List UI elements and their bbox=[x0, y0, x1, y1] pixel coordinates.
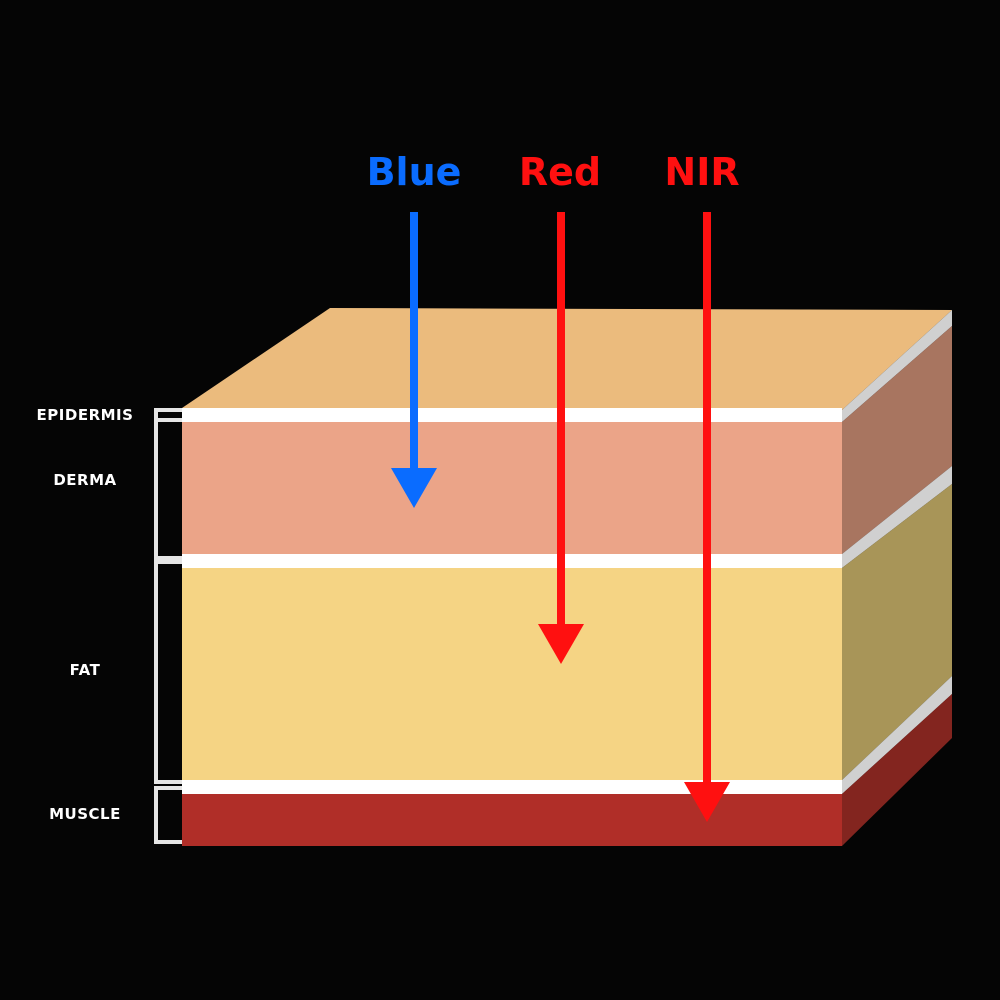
fat-side-face bbox=[842, 484, 952, 780]
derma-front-face bbox=[182, 422, 842, 554]
layer-label-epidermis: EPIDERMIS bbox=[36, 406, 134, 424]
layer-label-derma: DERMA bbox=[53, 471, 117, 489]
nir-light-arrow bbox=[684, 212, 730, 822]
derma-side-face bbox=[842, 326, 952, 554]
epidermis-side-face bbox=[842, 310, 952, 422]
muscle-front-face bbox=[182, 794, 842, 846]
derma-fat-separator-side bbox=[842, 466, 952, 568]
derma-fat-separator bbox=[182, 554, 842, 568]
red-arrow-shaft bbox=[557, 212, 565, 630]
layer-label-fat: FAT bbox=[69, 661, 101, 679]
fat-muscle-separator-side bbox=[842, 676, 952, 794]
nir-arrow-shaft bbox=[703, 212, 711, 788]
red-light-label: Red bbox=[518, 150, 602, 194]
red-light-arrow bbox=[538, 212, 584, 664]
layer-label-muscle: MUSCLE bbox=[49, 805, 121, 823]
skin-top-face bbox=[182, 308, 952, 410]
blue-arrow-head bbox=[391, 468, 437, 508]
blue-light-label: Blue bbox=[366, 150, 462, 194]
muscle-side-face bbox=[842, 694, 952, 846]
bracket-muscle bbox=[154, 786, 182, 844]
fat-front-face bbox=[182, 568, 842, 780]
blue-arrow-shaft bbox=[410, 212, 418, 474]
bracket-derma bbox=[154, 418, 182, 560]
fat-muscle-separator bbox=[182, 780, 842, 794]
bracket-fat bbox=[154, 560, 182, 784]
layer-bracket bbox=[154, 408, 182, 844]
blue-light-arrow bbox=[391, 212, 437, 508]
red-arrow-head bbox=[538, 624, 584, 664]
nir-light-label: NIR bbox=[664, 150, 740, 194]
nir-arrow-head bbox=[684, 782, 730, 822]
epidermis-front-band bbox=[182, 408, 842, 422]
